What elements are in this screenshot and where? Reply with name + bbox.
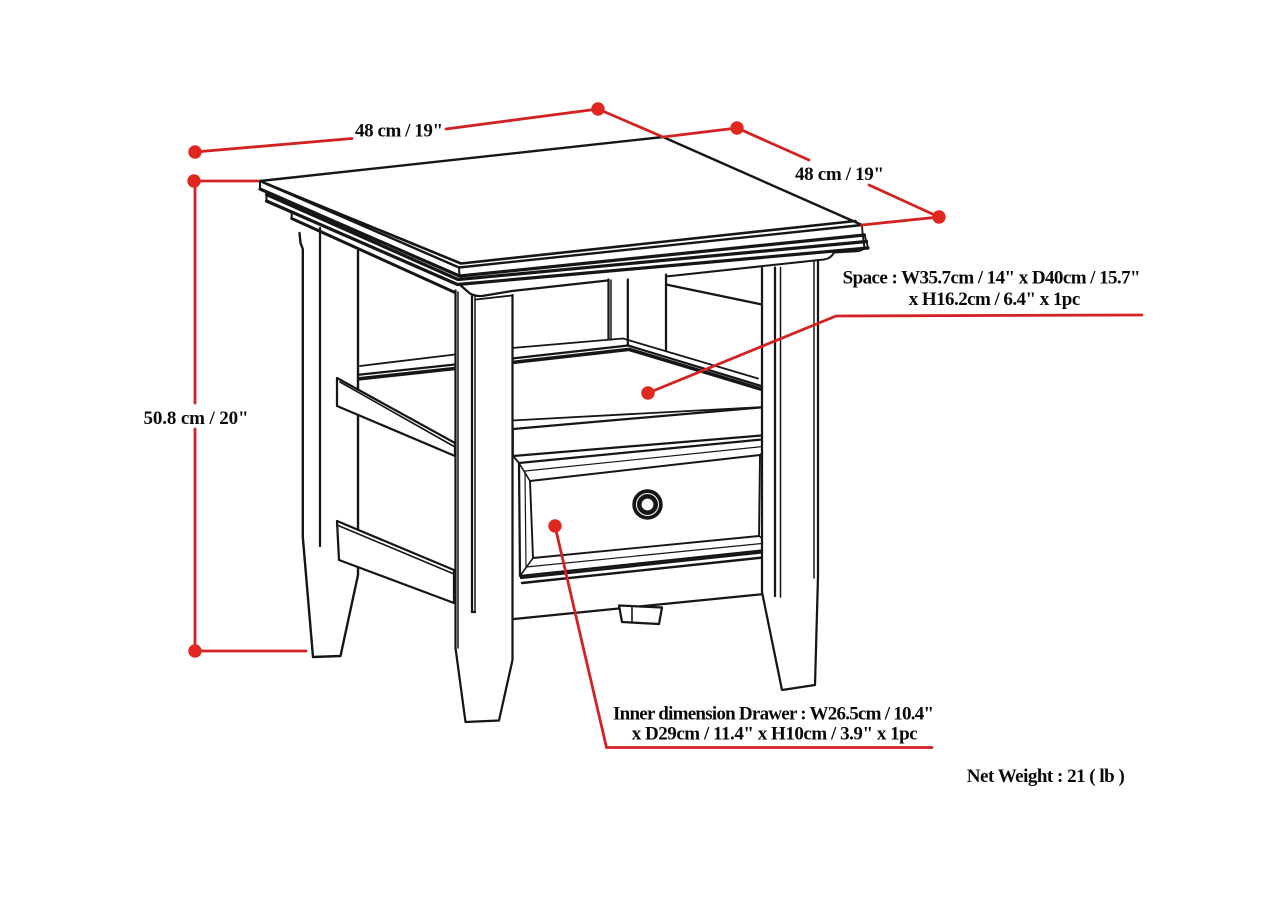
svg-text:Net Weight : 21 ( lb ): Net Weight : 21 ( lb )	[967, 766, 1125, 787]
svg-text:50.8 cm / 20": 50.8 cm / 20"	[144, 408, 249, 429]
svg-text:48 cm / 19": 48 cm / 19"	[795, 164, 884, 185]
svg-text:x H16.2cm / 6.4" x 1pc: x H16.2cm / 6.4" x 1pc	[909, 289, 1081, 310]
svg-text:x D29cm / 11.4" x H10cm / 3.9": x D29cm / 11.4" x H10cm / 3.9" x 1pc	[632, 724, 918, 745]
svg-text:48 cm / 19": 48 cm / 19"	[355, 121, 443, 142]
svg-text:Space : W35.7cm / 14" x D40cm: Space : W35.7cm / 14" x D40cm / 15.7"	[843, 268, 1141, 289]
svg-text:Inner dimension Drawer : W26.5: Inner dimension Drawer : W26.5cm / 10.4"	[613, 704, 934, 725]
